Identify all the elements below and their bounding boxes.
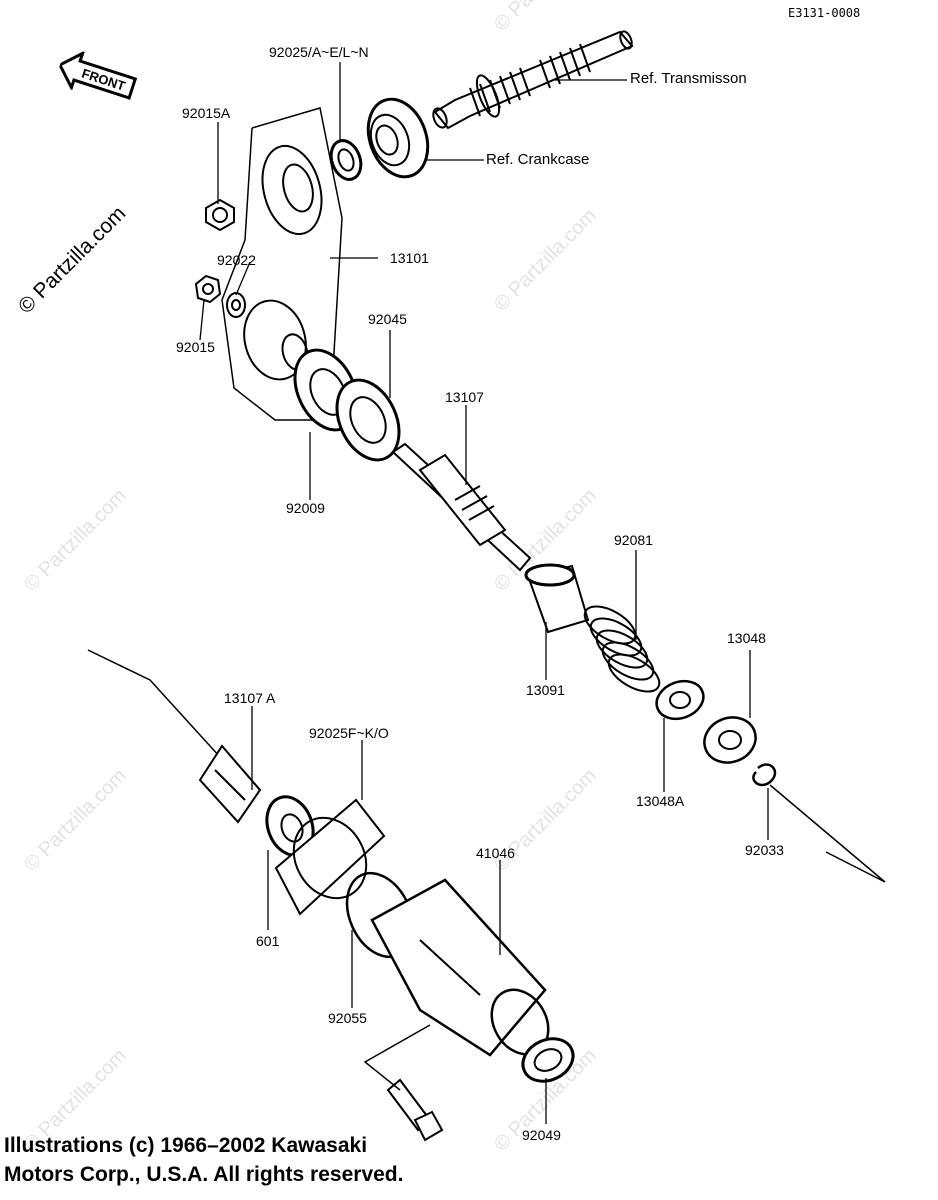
shaft-13107 — [391, 442, 532, 572]
copyright-notice: Illustrations (c) 1966–2002 Kawasaki Mot… — [4, 1131, 403, 1189]
gear-set-outline — [221, 107, 343, 421]
part-label: 92025/A~E/L~N — [269, 44, 369, 60]
bearing-92045 — [335, 378, 401, 462]
leader-lines — [199, 62, 769, 1124]
cam-13048 — [703, 716, 757, 764]
spring-92081 — [583, 605, 661, 693]
washer-92025 — [329, 139, 363, 181]
washer-92022 — [226, 292, 246, 318]
part-label: 92033 — [745, 842, 784, 858]
bevel-gear-small — [243, 299, 309, 381]
copyright-line-1: Illustrations (c) 1966–2002 Kawasaki — [4, 1134, 368, 1157]
bearing-601 — [265, 795, 315, 857]
part-label: 13101 — [390, 250, 429, 266]
part-label: 601 — [256, 933, 280, 949]
part-label: 92049 — [522, 1127, 561, 1143]
circlip-92033 — [752, 763, 777, 787]
part-label: 13107 — [445, 389, 484, 405]
bolt — [386, 1078, 444, 1142]
part-label: 92081 — [614, 532, 653, 548]
gasket-92025f — [274, 798, 386, 916]
collar-13091 — [524, 563, 590, 634]
diagram-code: E3131-0008 — [788, 6, 861, 20]
part-label: 13107 A — [224, 690, 276, 706]
part-label: 92055 — [328, 1010, 367, 1026]
part-label: 92022 — [217, 252, 256, 268]
bevel-gear-large — [261, 144, 323, 236]
copyright-line-2: Motors Corp., U.S.A. All rights reserved… — [4, 1163, 404, 1186]
part-label: 92015A — [182, 105, 231, 121]
bearing-crankcase — [366, 97, 430, 179]
part-label: 13091 — [526, 682, 565, 698]
cam-13048a — [655, 679, 705, 721]
part-label: 92009 — [286, 500, 325, 516]
nut-92015 — [194, 274, 222, 304]
bolt-leader — [363, 1024, 431, 1091]
part-label: 92045 — [368, 311, 407, 327]
ref-transmission: Ref. Transmisson — [630, 70, 747, 87]
nut-92015a — [205, 198, 235, 232]
ref-crankcase: Ref. Crankcase — [486, 151, 590, 168]
part-label: 92015 — [176, 339, 215, 355]
part-label: 13048 — [727, 630, 766, 646]
housing-41046 — [370, 878, 550, 1057]
part-label: 13048A — [636, 793, 685, 809]
part-label: 41046 — [476, 845, 515, 861]
shaft-13107a — [198, 744, 262, 824]
front-arrow-icon: FRONT — [57, 50, 138, 100]
axis-line-lower — [769, 784, 886, 883]
seal-92049 — [521, 1037, 575, 1083]
part-label: 92025F~K/O — [309, 725, 389, 741]
transmission-shaft — [432, 30, 634, 130]
